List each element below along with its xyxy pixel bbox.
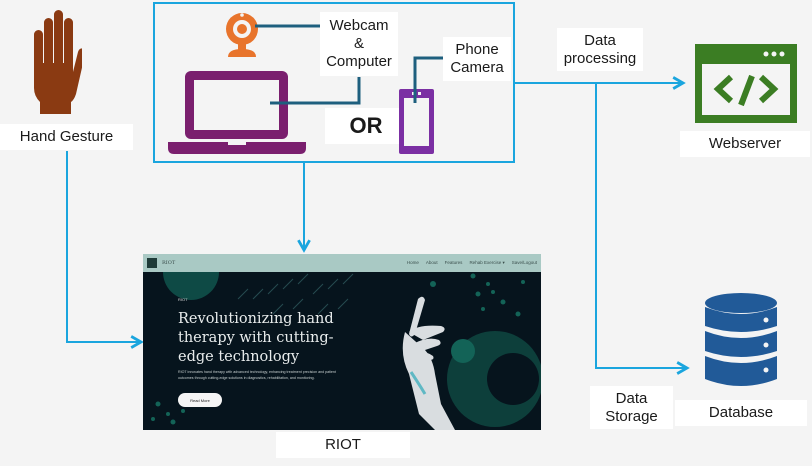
hand-gesture-text: Hand Gesture bbox=[19, 128, 114, 145]
webcam-label-line1: Webcam bbox=[329, 17, 389, 34]
data-processing-label: Data processing bbox=[557, 28, 643, 71]
phone-camera-label: Phone Camera bbox=[443, 37, 511, 81]
edge-capture-to-database bbox=[595, 83, 687, 368]
data-storage-label: Data Storage bbox=[590, 386, 673, 429]
webcam-computer-label: Webcam & Computer bbox=[320, 12, 398, 76]
hero-kicker: RIOT bbox=[178, 297, 188, 302]
webcam-label-line3: Computer bbox=[326, 53, 392, 70]
riot-label: RIOT bbox=[276, 432, 410, 458]
database-label: Database bbox=[675, 400, 807, 426]
or-text: OR bbox=[349, 113, 383, 138]
phone-label-line2: Camera bbox=[450, 59, 504, 76]
hand-gesture-label: Hand Gesture bbox=[0, 124, 133, 150]
riot-website-preview: RIOT Home About Features Rehab Exercise … bbox=[143, 254, 541, 430]
data-storage-line2: Storage bbox=[605, 407, 658, 425]
database-icon bbox=[705, 293, 777, 386]
nav-about[interactable]: About bbox=[425, 260, 438, 265]
hero-decorations bbox=[151, 254, 541, 430]
nav-rehab-exercise[interactable]: Rehab Exercise ▾ bbox=[469, 260, 505, 265]
webcam-icon bbox=[226, 13, 258, 57]
nav-save-logout[interactable]: Save/Logout bbox=[511, 260, 537, 265]
data-processing-line2: processing bbox=[563, 49, 637, 67]
hero-headline: Revolutionizing hand therapy with cuttin… bbox=[178, 311, 334, 365]
or-label: OR bbox=[325, 108, 407, 144]
webcam-label-line2: & bbox=[353, 35, 364, 52]
hand-icon bbox=[34, 10, 82, 114]
capture-devices-group bbox=[153, 2, 515, 163]
website-navbar: RIOT Home About Features Rehab Exercise … bbox=[143, 254, 541, 272]
database-text: Database bbox=[708, 404, 774, 421]
data-processing-line1: Data bbox=[584, 31, 616, 49]
webserver-text: Webserver bbox=[708, 135, 782, 152]
smartphone-icon bbox=[399, 89, 434, 154]
nav-features[interactable]: Features bbox=[444, 260, 463, 265]
laptop-icon bbox=[168, 71, 306, 154]
edge-hand-to-riot bbox=[66, 151, 141, 342]
laptop-leader-line bbox=[270, 77, 361, 105]
phone-label-line1: Phone bbox=[455, 41, 499, 58]
data-storage-line1: Data bbox=[615, 389, 648, 407]
webserver-label: Webserver bbox=[680, 131, 810, 157]
riot-text: RIOT bbox=[325, 436, 361, 453]
phone-leader-line bbox=[413, 56, 452, 103]
website-brand[interactable]: RIOT bbox=[162, 260, 176, 266]
code-window-icon bbox=[695, 44, 797, 123]
website-logo-icon bbox=[147, 258, 157, 268]
nav-home[interactable]: Home bbox=[406, 260, 419, 265]
hero-description: RIOT innovates hand therapy with advance… bbox=[178, 370, 336, 380]
website-menu: Home About Features Rehab Exercise ▾ Sav… bbox=[407, 260, 537, 266]
webcam-leader-line bbox=[255, 24, 325, 28]
read-more-button[interactable]: Read More bbox=[178, 393, 222, 407]
